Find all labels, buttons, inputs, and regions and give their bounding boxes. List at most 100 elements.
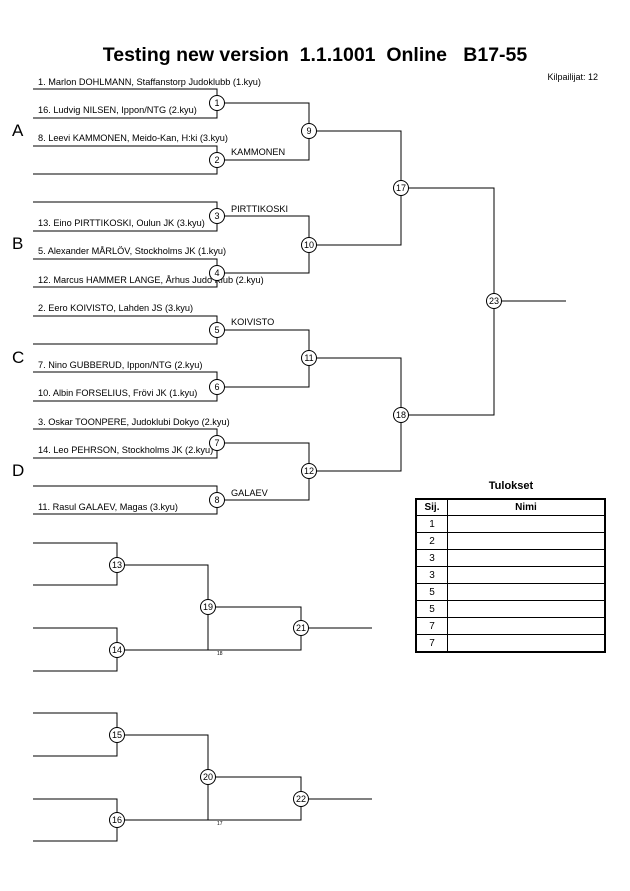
- match-circle: [301, 237, 317, 253]
- match-number-5: 5: [209, 322, 225, 338]
- name-cell: [447, 600, 606, 618]
- match-number-label: 14: [112, 645, 122, 655]
- results-row: 2: [415, 532, 606, 550]
- match-number-label: 23: [489, 296, 499, 306]
- name-cell: [447, 617, 606, 635]
- match-number-label: 4: [214, 268, 219, 278]
- rank-cell: 2: [415, 532, 448, 550]
- match-number-label: 5: [214, 325, 219, 335]
- competitor-name: 2. Eero KOIVISTO, Lahden JS (3.kyu): [38, 303, 193, 313]
- match-number-label: 19: [203, 602, 213, 612]
- match-number-15: 15: [109, 727, 125, 743]
- match-number-1: 1: [209, 95, 225, 111]
- competitor-name: 5. Alexander MÅRLÖV, Stockholms JK (1.ky…: [38, 246, 226, 256]
- competitor-count: Kilpailijat: 12: [547, 72, 598, 82]
- rank-cell: 1: [415, 515, 448, 533]
- match-circle: [200, 769, 216, 785]
- rank-column-header: Sij.: [415, 498, 448, 516]
- name-cell: [447, 515, 606, 533]
- match-number-2: 2: [209, 152, 225, 168]
- competitor-name: 8. Leevi KAMMONEN, Meido-Kan, H:ki (3.ky…: [38, 133, 228, 143]
- match-circle: [486, 293, 502, 309]
- match-number-3: 3: [209, 208, 225, 224]
- match-number-label: 18: [396, 410, 406, 420]
- match-number-11: 11: [301, 350, 317, 366]
- competitor-name: 7. Nino GUBBERUD, Ippon/NTG (2.kyu): [38, 360, 202, 370]
- match-circle: [301, 123, 317, 139]
- match-circle: [209, 265, 225, 281]
- match-number-16: 16: [109, 812, 125, 828]
- match-circle: [301, 350, 317, 366]
- match-number-22: 22: [293, 791, 309, 807]
- match-circle: [301, 463, 317, 479]
- name-cell: [447, 549, 606, 567]
- pool-label-b: B: [12, 234, 23, 253]
- results-row: 5: [415, 583, 606, 601]
- match-number-23: 23: [486, 293, 502, 309]
- match-number-4: 4: [209, 265, 225, 281]
- match-number-19: 19: [200, 599, 216, 615]
- rank-cell: 3: [415, 566, 448, 584]
- competitor-name: 12. Marcus HAMMER LANGE, Århus Judo Klub…: [38, 275, 264, 285]
- match-number-6: 6: [209, 379, 225, 395]
- competitor-name: 1. Marlon DOHLMANN, Staffanstorp Judoklu…: [38, 77, 261, 87]
- results-row: 3: [415, 566, 606, 584]
- match-circle: [293, 620, 309, 636]
- results-title: Tulokset: [488, 480, 534, 492]
- match-number-label: 11: [304, 353, 313, 363]
- match-winner-name: PIRTTIKOSKI: [231, 204, 288, 214]
- match-number-7: 7: [209, 435, 225, 451]
- match-circle: [209, 322, 225, 338]
- match-number-label: 15: [112, 730, 122, 740]
- results-row: 1: [415, 515, 606, 533]
- match-circle: [393, 180, 409, 196]
- match-number-label: 17: [396, 183, 406, 193]
- competitor-name: 10. Albin FORSELIUS, Frövi JK (1.kyu): [38, 388, 197, 398]
- match-number-label: 6: [214, 382, 219, 392]
- match-winner-name: KAMMONEN: [231, 147, 285, 157]
- match-circle: [209, 492, 225, 508]
- match-winner-name: KOIVISTO: [231, 317, 274, 327]
- pool-label-d: D: [12, 461, 24, 480]
- match-number-label: 7: [214, 438, 219, 448]
- match-number-label: 9: [306, 126, 311, 136]
- match-circle: [293, 791, 309, 807]
- match-number-21: 21: [293, 620, 309, 636]
- match-circle: [209, 379, 225, 395]
- match-circle: [393, 407, 409, 423]
- competitor-name: 13. Eino PIRTTIKOSKI, Oulun JK (3.kyu): [38, 218, 205, 228]
- match-number-label: 3: [214, 211, 219, 221]
- results-table: Sij. Nimi 1 2 3 3 5 5 7 7: [415, 498, 606, 653]
- match-circle: [109, 727, 125, 743]
- match-circle: [209, 435, 225, 451]
- repechage-note: 17: [217, 821, 223, 827]
- results-row: 7: [415, 617, 606, 635]
- match-number-label: 10: [304, 240, 314, 250]
- results-row: 7: [415, 634, 606, 653]
- match-circle: [209, 208, 225, 224]
- name-cell: [447, 532, 606, 550]
- match-number-label: 20: [203, 772, 213, 782]
- match-number-label: 1: [214, 98, 219, 108]
- match-circle: [209, 152, 225, 168]
- match-number-14: 14: [109, 642, 125, 658]
- match-circle: [109, 812, 125, 828]
- match-number-label: 22: [296, 794, 306, 804]
- name-cell: [447, 634, 606, 653]
- match-number-label: 16: [112, 815, 122, 825]
- repechage-note: 18: [217, 651, 223, 657]
- match-circle: [200, 599, 216, 615]
- results-row: 3: [415, 549, 606, 567]
- match-number-10: 10: [301, 237, 317, 253]
- pool-label-a: A: [12, 121, 24, 140]
- page-title: Testing new version 1.1.1001 Online B17-…: [102, 44, 528, 66]
- match-number-label: 8: [214, 495, 219, 505]
- rank-cell: 7: [415, 617, 448, 635]
- match-number-13: 13: [109, 557, 125, 573]
- match-circle: [209, 95, 225, 111]
- rank-cell: 5: [415, 583, 448, 601]
- competitor-name: 11. Rasul GALAEV, Magas (3.kyu): [38, 502, 178, 512]
- rank-cell: 7: [415, 634, 448, 653]
- name-column-header: Nimi: [447, 498, 606, 516]
- name-cell: [447, 583, 606, 601]
